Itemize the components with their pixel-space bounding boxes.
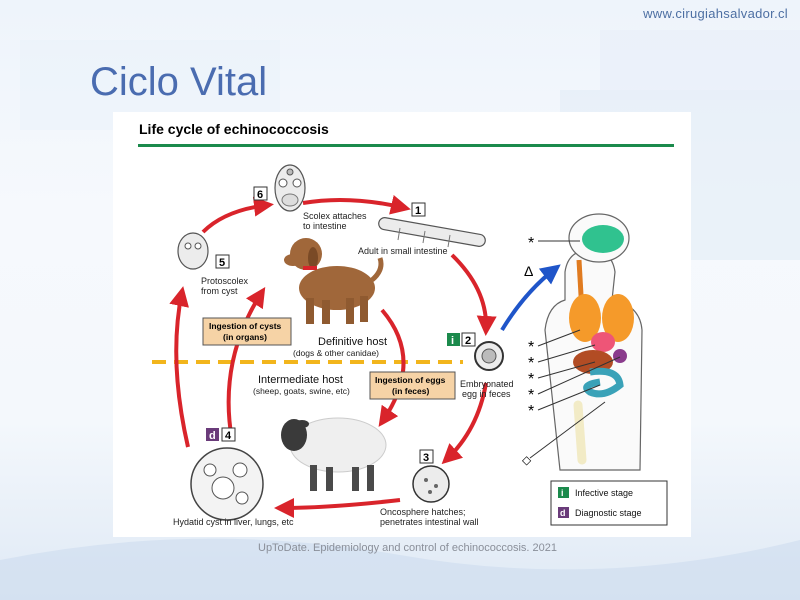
slide-title: Ciclo Vital [90,60,268,104]
legend-diagnostic-marker: d [560,508,566,518]
stage-2-label-1: Embryonated [460,379,514,389]
arrow-6-to-1 [302,195,411,215]
ingestion-cysts-line-2: (in organs) [223,332,267,342]
ingestion-eggs-line-2: (in feces) [392,386,429,396]
intermediate-host-title: Intermediate host [258,374,343,386]
arrow-ingestion-cysts [226,286,266,441]
stage-1-number: 1 [415,205,421,217]
legend-diagnostic-label: Diagnostic stage [575,508,642,518]
dog-icon [284,238,384,324]
legend-infective-marker: i [561,488,564,498]
scolex-icon [274,164,306,212]
marker-asterisk-5: * [528,387,534,404]
left-lung-organ [569,294,601,342]
stage-1-label: Adult in small intestine [358,246,448,256]
marker-asterisk-2: * [528,339,534,356]
stage-4-diagnostic-marker: d [209,430,216,442]
ingestion-cysts-line-1: Ingestion of cysts [209,321,282,331]
legend: i Infective stage d Diagnostic stage [550,480,668,526]
arrow-2-to-3 [441,382,488,465]
right-lung-organ [602,294,634,342]
figure-title-rule [138,144,674,147]
stage-6-label-2: to intestine [303,221,347,231]
stage-5-label-1: Protoscolex [201,276,249,286]
protoscolex-icon [177,232,209,270]
marker-diamond: ◇ [522,453,532,467]
figure-title: Life cycle of echinococcosis [139,121,329,137]
arrow-ingestion-eggs [378,308,406,427]
legend-infective-label: Infective stage [575,488,633,498]
stage-6-number: 6 [257,189,263,201]
marker-asterisk-4: * [528,371,534,388]
stage-3-label-2: penetrates intestinal wall [380,517,479,527]
stage-5-number: 5 [219,257,225,269]
adult-worm-icon [378,217,486,248]
stage-2-number: 2 [465,335,471,347]
stage-3-label-1: Oncosphere hatches; [380,507,466,517]
sheep-icon [281,417,387,491]
marker-asterisk-3: * [528,355,534,372]
definitive-host-subtitle: (dogs & other canidae) [293,348,379,358]
marker-asterisk-6: * [528,403,534,420]
stage-2-infective-marker: i [451,335,454,347]
intermediate-host-subtitle: (sheep, goats, swine, etc) [253,386,350,396]
stage-6-label-1: Scolex attaches [303,211,367,221]
definitive-host-title: Definitive host [318,336,387,348]
arrow-4-to-5 [169,286,190,448]
stage-5-label-2: from cyst [201,286,238,296]
human-organs-icon [544,213,643,471]
stage-4-label: Hydatid cyst in liver, lungs, etc [173,517,294,527]
stage-2-label-2: egg in feces [462,389,511,399]
marker-asterisk-1: * [528,235,534,252]
egg-icon [474,341,504,371]
ingestion-eggs-line-1: Ingestion of eggs [375,375,446,385]
oncosphere-icon [412,465,450,503]
stage-3-number: 3 [423,452,429,464]
hydatid-cyst-icon [190,447,264,521]
brain-organ [582,225,624,253]
marker-delta: Δ [524,263,533,279]
stage-4-number: 4 [225,430,232,442]
source-caption: UpToDate. Epidemiology and control of ec… [258,542,558,554]
arrow-5-to-6 [201,196,274,234]
arrow-1-to-2 [450,253,497,336]
site-url: www.cirugiahsalvador.cl [643,6,788,21]
arrow-3-to-4 [274,497,401,518]
arrow-to-human [500,264,561,332]
